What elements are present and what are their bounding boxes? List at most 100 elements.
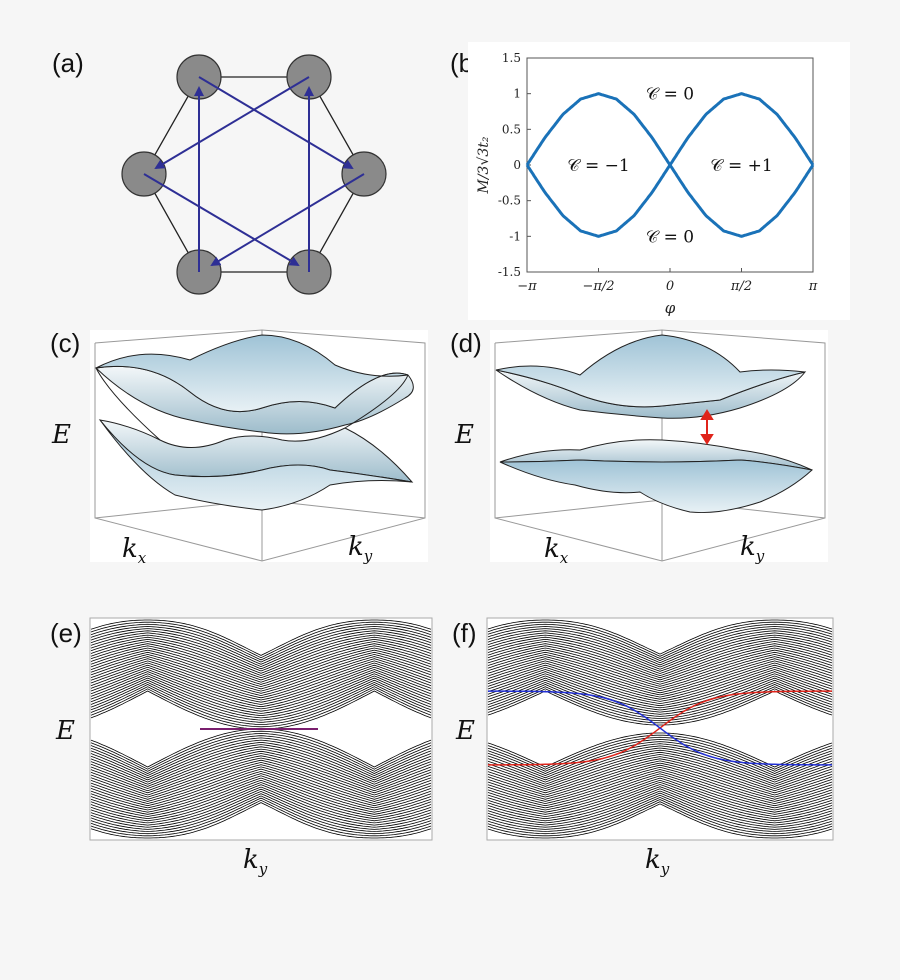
bulk-band-line xyxy=(487,786,833,822)
arrow-6 xyxy=(143,173,300,267)
panel-label-f: (f) xyxy=(452,618,477,648)
y-tick-label: -1.5 xyxy=(498,265,521,279)
bulk-band-line xyxy=(487,771,833,807)
upper-band-lower-edge xyxy=(94,365,414,435)
bulk-band-line xyxy=(487,666,833,702)
bulk-band-line xyxy=(487,766,833,802)
x-axis-label: φ xyxy=(665,299,676,317)
bulk-band-line xyxy=(487,630,833,666)
bulk-band-line xyxy=(487,773,833,809)
edge-state-red xyxy=(488,690,832,766)
arrow-3 xyxy=(210,173,365,267)
bulk-band-line xyxy=(90,757,432,796)
x-tick-label: 0 xyxy=(666,279,674,294)
bulk-band-line xyxy=(487,794,833,830)
bulk-band-line xyxy=(487,632,833,668)
bulk-band-line xyxy=(90,753,432,792)
bulk-band-line xyxy=(487,638,833,674)
bulk-band-line xyxy=(487,745,833,781)
bulk-band-line xyxy=(487,684,833,720)
y-tick-label: 0.5 xyxy=(502,122,521,136)
bulk-band-line xyxy=(90,748,432,787)
bulk-band-line xyxy=(90,619,432,656)
bulk-band-line xyxy=(90,761,432,800)
bulk-band-line xyxy=(487,628,833,664)
bulk-band-line xyxy=(90,768,432,807)
bulk-band-line xyxy=(487,762,833,798)
bulk-band-line xyxy=(487,769,833,805)
bulk-band-line xyxy=(90,677,432,717)
series-line-2 xyxy=(525,162,815,238)
bulk-band-line xyxy=(90,764,432,802)
bulk-band-line xyxy=(487,681,833,717)
bulk-band-line xyxy=(90,658,432,697)
ky-symbol: k xyxy=(348,532,364,562)
panel-b-axes-box xyxy=(526,57,814,273)
bulk-band-line xyxy=(487,690,833,726)
bulk-band-line xyxy=(487,764,833,800)
kx-subscript: x xyxy=(559,549,569,568)
bulk-band-line xyxy=(90,793,432,830)
bulk-band-line xyxy=(487,779,833,815)
ky-symbol: k xyxy=(740,532,756,562)
bulk-band-line xyxy=(487,760,833,796)
chern-annotation: 𝒞 = 0 xyxy=(646,227,694,247)
y-tick-label: 1.5 xyxy=(502,51,521,65)
bulk-band-line xyxy=(487,747,833,783)
y-tick-label: -0.5 xyxy=(498,194,521,208)
y-ticks: 1.510.50-0.5-1-1.5 xyxy=(498,51,531,279)
ky-subscript: y xyxy=(258,860,268,879)
kx-symbol: k xyxy=(122,534,138,564)
bulk-band-line xyxy=(487,743,833,779)
bulk-band-line xyxy=(90,656,432,694)
bulk-band-line xyxy=(90,737,432,777)
bulk-band-line xyxy=(90,746,432,785)
bulk-bands xyxy=(487,619,833,839)
bulk-band-line xyxy=(487,749,833,785)
bulk-band-line xyxy=(90,788,432,826)
x-tick-label: −π/2 xyxy=(582,279,614,294)
bulk-band-line xyxy=(487,686,833,722)
bulk-band-line xyxy=(90,634,432,672)
bulk-band-line xyxy=(90,750,432,789)
bulk-band-line xyxy=(487,623,833,659)
bulk-band-line xyxy=(487,758,833,794)
bulk-band-line xyxy=(90,643,432,681)
bulk-band-line xyxy=(90,628,432,665)
bulk-band-line xyxy=(487,801,833,837)
bulk-band-line xyxy=(487,662,833,698)
bulk-band-line xyxy=(487,751,833,787)
bulk-band-line xyxy=(90,673,432,712)
bulk-band-line xyxy=(487,781,833,817)
panel-e-frame xyxy=(89,617,433,841)
panel-label-a: (a) xyxy=(52,48,84,78)
ky-subscript: y xyxy=(363,547,373,566)
ky-subscript: y xyxy=(755,547,765,566)
bulk-band-line xyxy=(487,621,833,657)
x-tick-label: π/2 xyxy=(730,279,752,294)
panel-c-ky-label: ky xyxy=(348,532,372,565)
bulk-band-line xyxy=(487,653,833,689)
bulk-band-line xyxy=(90,770,432,809)
bulk-band-line xyxy=(90,647,432,685)
hexagon-outline xyxy=(143,76,365,273)
site-left xyxy=(121,151,167,197)
bulk-band-line xyxy=(90,784,432,822)
panel-d-E-label: E xyxy=(455,420,474,450)
bulk-band-line xyxy=(90,649,432,688)
bulk-band-line xyxy=(90,684,432,723)
arrow-5 xyxy=(154,76,310,170)
bulk-band-line xyxy=(90,621,432,659)
bulk-band-line xyxy=(90,653,432,692)
bulk-band-line xyxy=(90,797,432,835)
bulk-band-line xyxy=(487,784,833,820)
bulk-band-line xyxy=(90,623,432,661)
panel-f-E-label: E xyxy=(456,716,475,746)
bulk-band-line xyxy=(487,792,833,828)
bulk-band-line xyxy=(90,638,432,676)
